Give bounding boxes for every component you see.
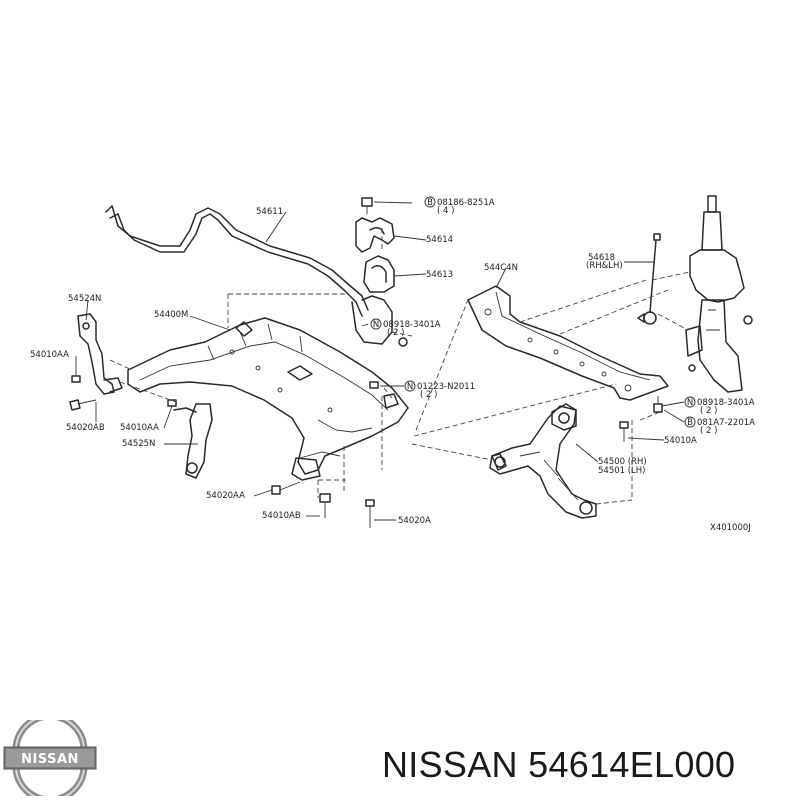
label-54501-lh: 54501 (LH)	[598, 466, 646, 476]
front-subframe	[127, 317, 409, 481]
label-54613: 54613	[426, 270, 453, 280]
label-54020a: 54020A	[398, 516, 431, 526]
label-54614: 54614	[426, 235, 453, 245]
callout-circle-n2: N	[404, 380, 416, 392]
label-08918-qty-top: ( 2 )	[387, 328, 404, 338]
svg-text:N: N	[407, 382, 413, 392]
svg-text:B: B	[687, 418, 693, 428]
label-54500-rh: 54500 (RH)	[598, 457, 647, 467]
label-54400m: 54400M	[154, 310, 188, 320]
guide-lines	[109, 228, 691, 505]
label-54618: 54618	[588, 253, 615, 263]
label-54010aa-left: 54010AA	[30, 350, 69, 360]
right-bolts	[619, 396, 663, 442]
label-54010aa-mid: 54010AA	[120, 423, 159, 433]
label-54618-rh-lh: (RH&LH)	[586, 261, 623, 271]
diagram-code: X401000J	[710, 523, 751, 533]
label-08918-qty-right: ( 2 )	[700, 406, 717, 416]
left-upper-link	[77, 313, 123, 395]
cross-member	[467, 285, 669, 401]
stabilizer-link	[637, 233, 661, 325]
stabilizer-bushing	[363, 255, 395, 293]
part-number-title: NISSAN 54614EL000	[382, 744, 736, 785]
strut-assembly	[685, 195, 753, 393]
label-01223-qty: ( 2 )	[420, 390, 437, 400]
callout-circle-b1: B	[424, 196, 436, 208]
label-081a7-qty: ( 2 )	[700, 426, 717, 436]
svg-text:B: B	[427, 198, 433, 208]
callout-circle-n3: N	[684, 396, 696, 408]
label-54020ab: 54020AB	[66, 423, 105, 433]
label-08918-3401a-right: 08918-3401A	[697, 398, 755, 408]
label-08186-qty: ( 4 )	[437, 206, 454, 216]
left-bolts	[69, 366, 399, 528]
label-08186-8251a: 08186-8251A	[437, 198, 495, 208]
svg-text:N: N	[687, 398, 693, 408]
lower-control-arm	[489, 403, 597, 519]
left-lower-link	[173, 403, 213, 479]
bushing-bracket-bolt	[361, 197, 373, 214]
stabilizer-bracket	[355, 217, 395, 253]
label-01223-n2011: 01223-N2011	[417, 382, 475, 392]
leader-lines	[75, 201, 685, 521]
label-54010ab: 54010AB	[262, 511, 301, 521]
label-54611: 54611	[256, 207, 283, 217]
nissan-logo: NISSAN	[3, 720, 97, 796]
label-54525n: 54525N	[122, 439, 155, 449]
nissan-logo-text: NISSAN	[21, 752, 79, 767]
label-54020aa: 54020AA	[206, 491, 245, 501]
svg-text:N: N	[373, 320, 379, 330]
label-544c4n: 544C4N	[484, 263, 518, 273]
callout-circle-b2: B	[684, 416, 696, 428]
nut	[398, 337, 408, 347]
stabilizer-bar	[105, 205, 393, 345]
label-081a7-2201a: 081A7-2201A	[697, 418, 755, 428]
label-08918-3401a-top: 08918-3401A	[383, 320, 441, 330]
label-54010a: 54010A	[664, 436, 697, 446]
callout-circle-n1: N	[370, 318, 382, 330]
label-54524n: 54524N	[68, 294, 101, 304]
